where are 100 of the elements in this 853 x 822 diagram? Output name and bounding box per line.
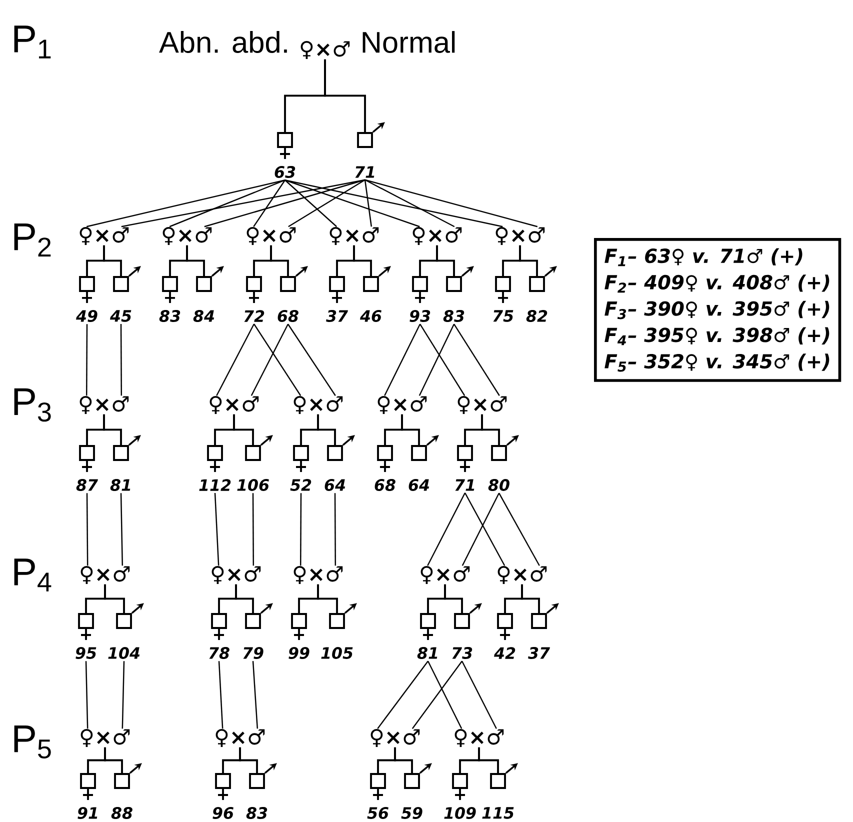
pedigree-line xyxy=(122,661,125,729)
pedigree-line xyxy=(252,661,258,729)
count-label: 99 xyxy=(288,647,310,659)
parent-label: Abn. abd. xyxy=(159,31,287,53)
count-label: 96 xyxy=(212,807,234,819)
pedigree-line xyxy=(462,492,500,566)
pedigree-line xyxy=(364,179,538,228)
pedigree-line xyxy=(216,324,255,396)
pedigree-line xyxy=(444,584,463,614)
count-label: 80 xyxy=(488,479,510,491)
count-label: 68 xyxy=(374,479,396,491)
count-label: 49 xyxy=(76,310,98,322)
pedigree-line xyxy=(104,584,125,614)
pedigree-line xyxy=(427,492,466,566)
pedigree-line xyxy=(461,660,497,729)
count-label: 81 xyxy=(417,647,438,659)
count-label: 81 xyxy=(110,479,130,491)
count-label: 68 xyxy=(278,310,298,322)
mating-symbol: ♀×♂ xyxy=(300,40,350,60)
pedigree-line xyxy=(103,414,122,446)
count-label: 83 xyxy=(443,310,464,322)
count-label: 71 xyxy=(355,166,374,178)
mating-symbol: ♀×♂ xyxy=(246,226,296,246)
count-label: 115 xyxy=(482,807,514,819)
count-label: 52 xyxy=(290,479,312,491)
pedigree-line xyxy=(288,324,336,396)
pedigree-line xyxy=(364,180,372,227)
pedigree-line xyxy=(252,493,254,566)
count-label: 71 xyxy=(455,479,474,491)
count-label: 83 xyxy=(159,310,180,322)
count-label: 105 xyxy=(321,647,353,659)
pedigree-line xyxy=(464,492,506,566)
pedigree-line xyxy=(284,180,503,228)
count-label: 109 xyxy=(444,807,476,819)
count-label: 46 xyxy=(360,310,382,322)
pedigree-line xyxy=(253,180,286,227)
pedigree-line xyxy=(521,584,540,614)
count-label: 82 xyxy=(526,310,548,322)
table-row: F$_{1}$– 63♀ v. 71♂ (+) xyxy=(604,248,802,266)
pedigree-line xyxy=(317,584,338,614)
pedigree-line xyxy=(288,179,366,228)
pedigree-line xyxy=(204,179,366,228)
pedigree-line xyxy=(401,414,420,446)
table-row: F$_{3}$– 390♀ v. 395♂ (+) xyxy=(604,300,830,320)
pedigree-line xyxy=(86,180,286,228)
mating-symbol: ♀×♂ xyxy=(378,396,427,414)
mating-symbol: ♀×♂ xyxy=(458,396,507,414)
count-label: 87 xyxy=(76,479,98,491)
pedigree-line xyxy=(519,245,538,276)
pedigree-line xyxy=(300,493,302,566)
pedigree-line xyxy=(418,324,455,396)
pedigree-line xyxy=(481,414,500,446)
count-label: 37 xyxy=(326,310,348,322)
pedigree-line xyxy=(324,59,366,132)
pedigree-line xyxy=(250,324,289,396)
mating-symbol: ♀×♂ xyxy=(420,566,470,584)
count-label: 83 xyxy=(246,807,268,819)
table-row: F$_{4}$– 395♀ v. 398♂ (+) xyxy=(604,327,830,346)
count-label: 91 xyxy=(78,807,98,819)
pedigree-line xyxy=(498,492,540,566)
pedigree-line xyxy=(478,747,499,774)
pedigree-line xyxy=(121,179,366,228)
count-label: 75 xyxy=(493,310,514,322)
pedigree-line xyxy=(103,245,122,276)
pedigree-line xyxy=(253,324,302,396)
generation-label: P$_{5}$ xyxy=(14,726,51,758)
count-label: 59 xyxy=(401,807,422,819)
pedigree-line xyxy=(364,179,455,228)
pedigree-line xyxy=(427,660,462,729)
pedigree-line xyxy=(239,747,258,774)
generation-label: P$_{4}$ xyxy=(14,558,52,592)
pedigree-line xyxy=(104,747,123,774)
count-label: 84 xyxy=(193,310,214,322)
count-label: 64 xyxy=(408,479,430,491)
pedigree-line xyxy=(120,493,124,566)
pedigree-line xyxy=(334,493,336,566)
mating-symbol: ♀×♂ xyxy=(412,226,462,246)
count-label: 56 xyxy=(367,807,388,819)
count-label: 37 xyxy=(528,647,550,659)
mating-symbol: ♀×♂ xyxy=(212,566,261,584)
count-label: 104 xyxy=(108,647,140,659)
count-label: 73 xyxy=(452,647,472,659)
table-row: F$_{2}$– 409♀ v. 408♂ (+) xyxy=(604,274,830,293)
mating-symbol: ♀×♂ xyxy=(498,566,547,584)
count-label: 45 xyxy=(110,310,132,322)
count-label: 95 xyxy=(76,647,96,659)
mating-symbol: ♀×♂ xyxy=(162,226,212,246)
mating-symbol: ♀×♂ xyxy=(80,226,129,246)
count-label: 63 xyxy=(274,166,296,178)
pedigree-line xyxy=(270,245,289,276)
pedigree-line xyxy=(394,747,413,774)
results-table xyxy=(594,238,842,382)
pedigree-line xyxy=(284,180,420,228)
pedigree-line xyxy=(284,180,338,228)
pedigree-line xyxy=(233,414,254,446)
mating-symbol: ♀×♂ xyxy=(210,396,259,414)
mating-symbol: ♀×♂ xyxy=(80,396,129,414)
count-label: 64 xyxy=(324,479,346,491)
generation-label: P$_{3}$ xyxy=(14,388,51,422)
mating-symbol: ♀×♂ xyxy=(294,566,343,584)
